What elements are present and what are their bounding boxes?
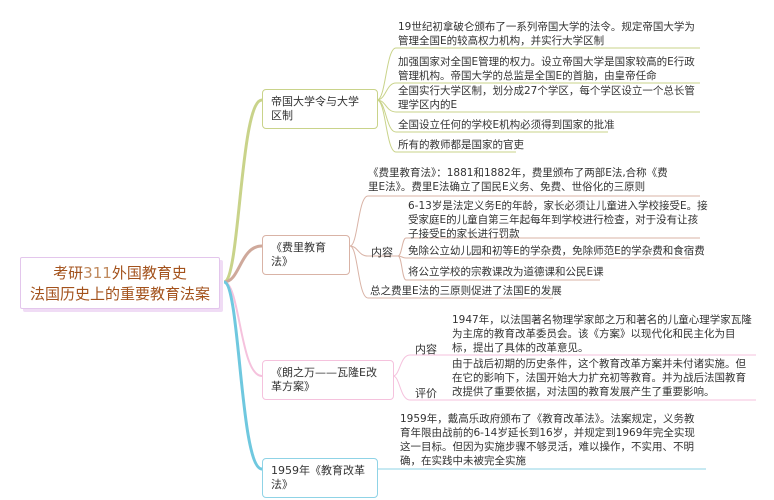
ferry-intro[interactable]: 《费里教育法》：1881和1882年，费里颁布了两部E法,合称《费里E法》。费里…: [368, 167, 668, 193]
root-title-line1: 考研311外国教育史: [53, 264, 187, 282]
root-topic[interactable]: 考研311外国教育史 法国历史上的重要教育法案: [20, 257, 220, 309]
branch-title: 1959年《教育改革法》: [271, 464, 365, 491]
ferry-summary[interactable]: 总之费里E法的三原则促进了法国E的发展: [370, 285, 562, 297]
imperial-item-4[interactable]: 全国设立任何的学校E机构必须得到国家的批准: [398, 119, 615, 131]
imperial-item-1[interactable]: 19世纪初拿破仑颁布了一系列帝国大学的法令。规定帝国大学为管理全国E的较高权力机…: [398, 21, 695, 47]
branch-imperial-university[interactable]: 帝国大学令与大学区制: [262, 89, 378, 129]
ferry-content-label[interactable]: 内容: [371, 246, 393, 259]
branch-title: 《朗之万——瓦隆E改革方案》: [271, 366, 377, 393]
branch-title: 《费里教育法》: [271, 241, 326, 268]
langevin-evaluation[interactable]: 由于战后初期的历史条件，这个教育改革方案并未付诸实施。但在它的影响下，法国开始大…: [452, 358, 746, 398]
langevin-evaluation-label[interactable]: 评价: [415, 387, 437, 400]
imperial-item-3[interactable]: 全国实行大学区制，划分成27个学区，每个学区设立一个总长管理学区内的E: [398, 85, 695, 111]
ferry-content-item-2[interactable]: 免除公立幼儿园和初等E的学杂费，免除师范E的学杂费和食宿费: [408, 245, 705, 257]
langevin-content[interactable]: 1947年，以法国著名物理学家郎之万和著名的儿童心理学家瓦隆为主席的教育改革委员…: [452, 314, 752, 354]
imperial-item-5[interactable]: 所有的教师都是国家的官吏: [398, 139, 524, 151]
ferry-content-item-1[interactable]: 6-13岁是法定义务E的年龄，家长必须让儿童进入学校接受E。接受家庭E的儿童自第…: [408, 200, 708, 240]
branch-1959-reform-law[interactable]: 1959年《教育改革法》: [262, 458, 378, 498]
ferry-content-item-3[interactable]: 将公立学校的宗教课改为道德课和公民E课: [408, 266, 604, 278]
root-title-line2: 法国历史上的重要教育法案: [29, 285, 210, 303]
branch-title: 帝国大学令与大学区制: [271, 95, 359, 122]
imperial-item-2[interactable]: 加强国家对全国E管理的权力。设立帝国大学是国家较高的E行政管理机构。帝国大学的总…: [398, 56, 695, 82]
reform-1959-content[interactable]: 1959年，戴高乐政府颁布了《教育改革法》。法案规定，义务教育年限由战前的6-1…: [400, 413, 695, 467]
langevin-content-label[interactable]: 内容: [415, 343, 437, 356]
branch-langevin-wallon[interactable]: 《朗之万——瓦隆E改革方案》: [262, 360, 394, 400]
branch-ferry-law[interactable]: 《费里教育法》: [262, 235, 350, 275]
